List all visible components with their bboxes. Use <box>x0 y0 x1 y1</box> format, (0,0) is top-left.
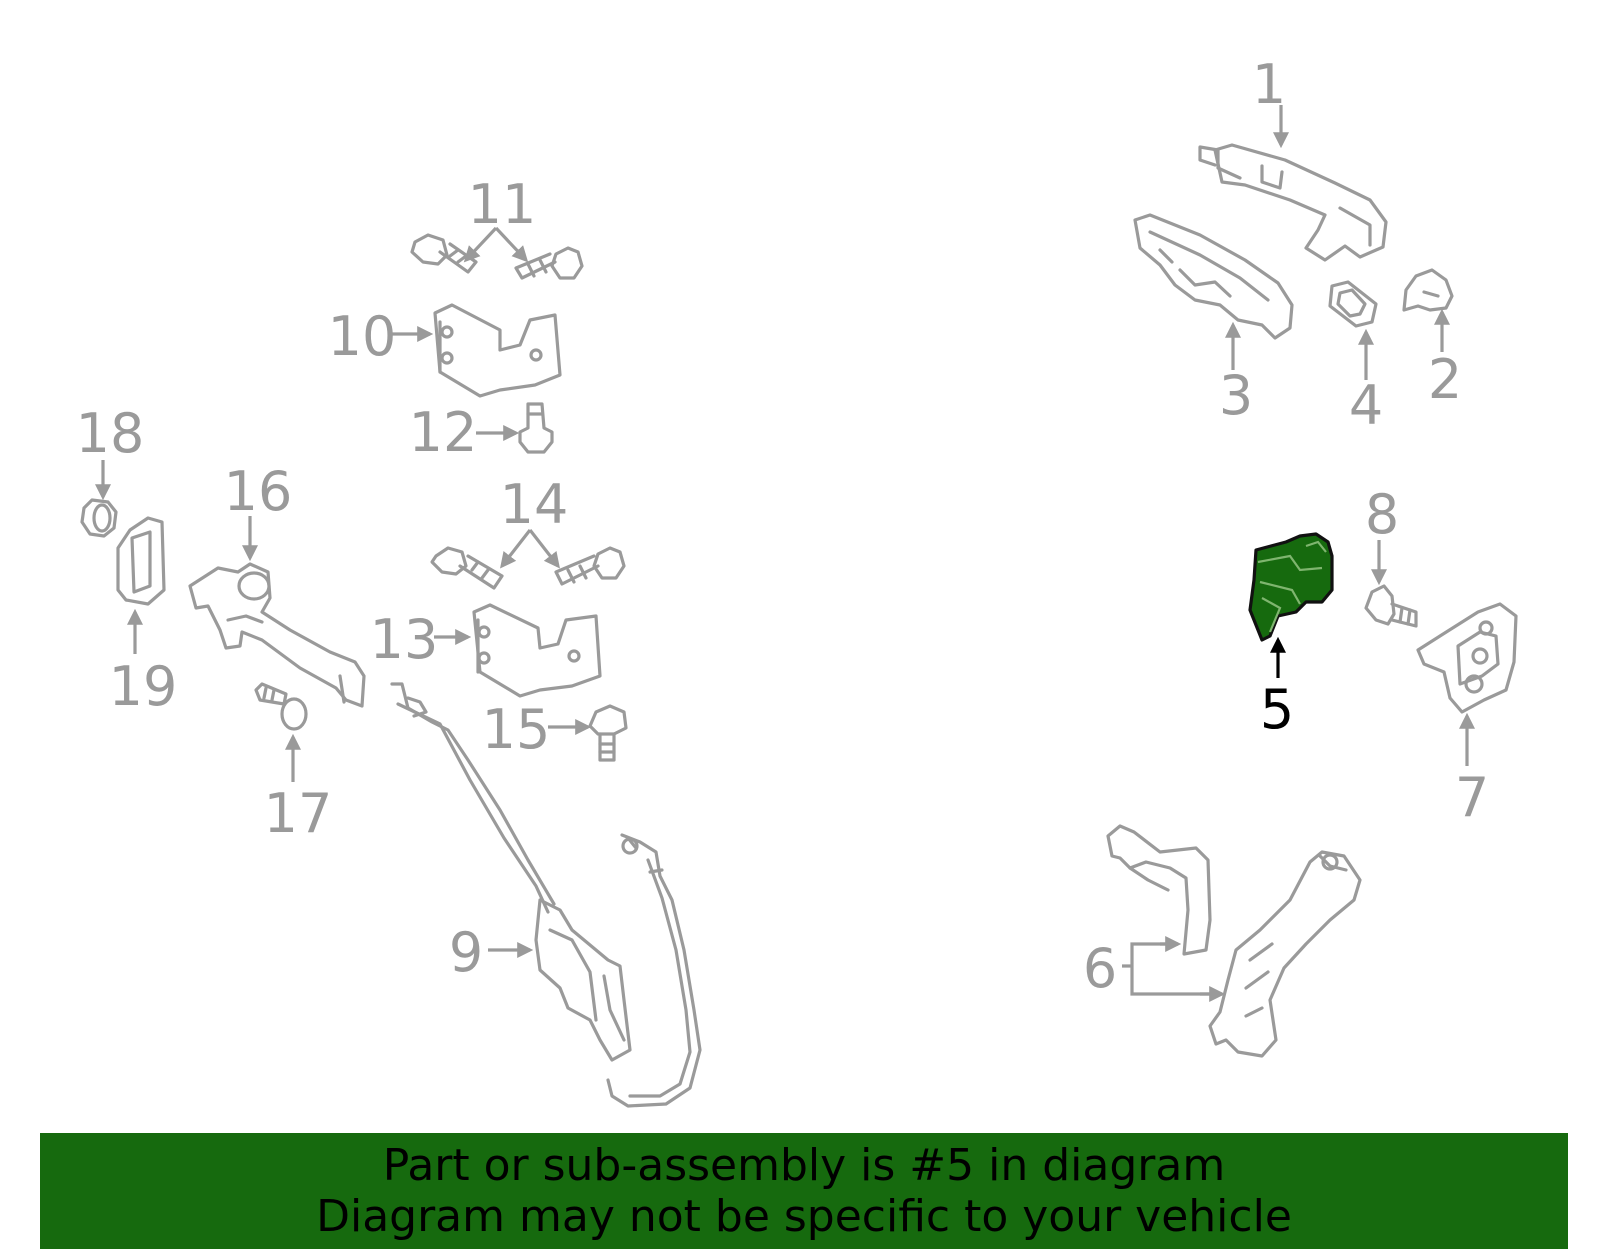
info-banner: Part or sub-assembly is #5 in diagram Di… <box>40 1133 1568 1249</box>
part-12-bolt[interactable] <box>518 402 554 454</box>
callout-7: 7 <box>1455 766 1489 829</box>
part-1-outside-handle[interactable] <box>1198 143 1388 262</box>
part-15-bolt[interactable] <box>588 704 628 762</box>
leader-14a <box>500 529 532 569</box>
banner-line-1: Part or sub-assembly is #5 in diagram <box>382 1140 1226 1191</box>
callout-16: 16 <box>224 460 293 523</box>
callout-15: 15 <box>482 698 551 761</box>
callout-12: 12 <box>409 401 478 464</box>
part-3-handle-bracket[interactable] <box>1133 213 1294 340</box>
callout-18: 18 <box>76 402 145 465</box>
part-6-inside-handle[interactable] <box>1106 824 1362 1058</box>
part-14-bolts[interactable] <box>430 546 626 590</box>
callout-6: 6 <box>1083 937 1117 1000</box>
callout-5: 5 <box>1260 678 1294 741</box>
callout-9: 9 <box>449 921 483 984</box>
leader-6 <box>1122 942 1220 996</box>
banner-line-2: Diagram may not be specific to your vehi… <box>316 1191 1292 1242</box>
leader-11a <box>463 226 498 263</box>
part-10-upper-hinge[interactable] <box>433 303 562 398</box>
part-9-latch-cable[interactable] <box>390 682 702 1108</box>
part-11-bolts[interactable] <box>410 233 584 280</box>
callout-8: 8 <box>1365 483 1399 546</box>
part-16-door-check[interactable] <box>188 562 366 708</box>
leader-14b <box>528 529 560 569</box>
part-19-pad[interactable] <box>116 516 166 606</box>
callout-11: 11 <box>468 173 537 236</box>
part-8-screw[interactable] <box>1364 584 1418 628</box>
callout-17: 17 <box>264 782 333 845</box>
part-4-gasket[interactable] <box>1328 280 1378 328</box>
callout-2: 2 <box>1428 348 1462 411</box>
callout-14: 14 <box>500 473 569 536</box>
callout-3: 3 <box>1219 364 1253 427</box>
callout-13: 13 <box>370 608 439 671</box>
callout-10: 10 <box>328 305 397 368</box>
part-2-cap[interactable] <box>1402 268 1454 312</box>
part-18-nut[interactable] <box>80 498 118 538</box>
part-13-lower-hinge[interactable] <box>472 603 602 698</box>
callout-19: 19 <box>109 655 178 718</box>
part-7-striker[interactable] <box>1416 602 1518 714</box>
part-17-bolt[interactable] <box>254 682 308 731</box>
callout-4: 4 <box>1349 374 1383 437</box>
part-5-actuator[interactable] <box>1248 532 1334 642</box>
leader-11b <box>494 226 529 263</box>
